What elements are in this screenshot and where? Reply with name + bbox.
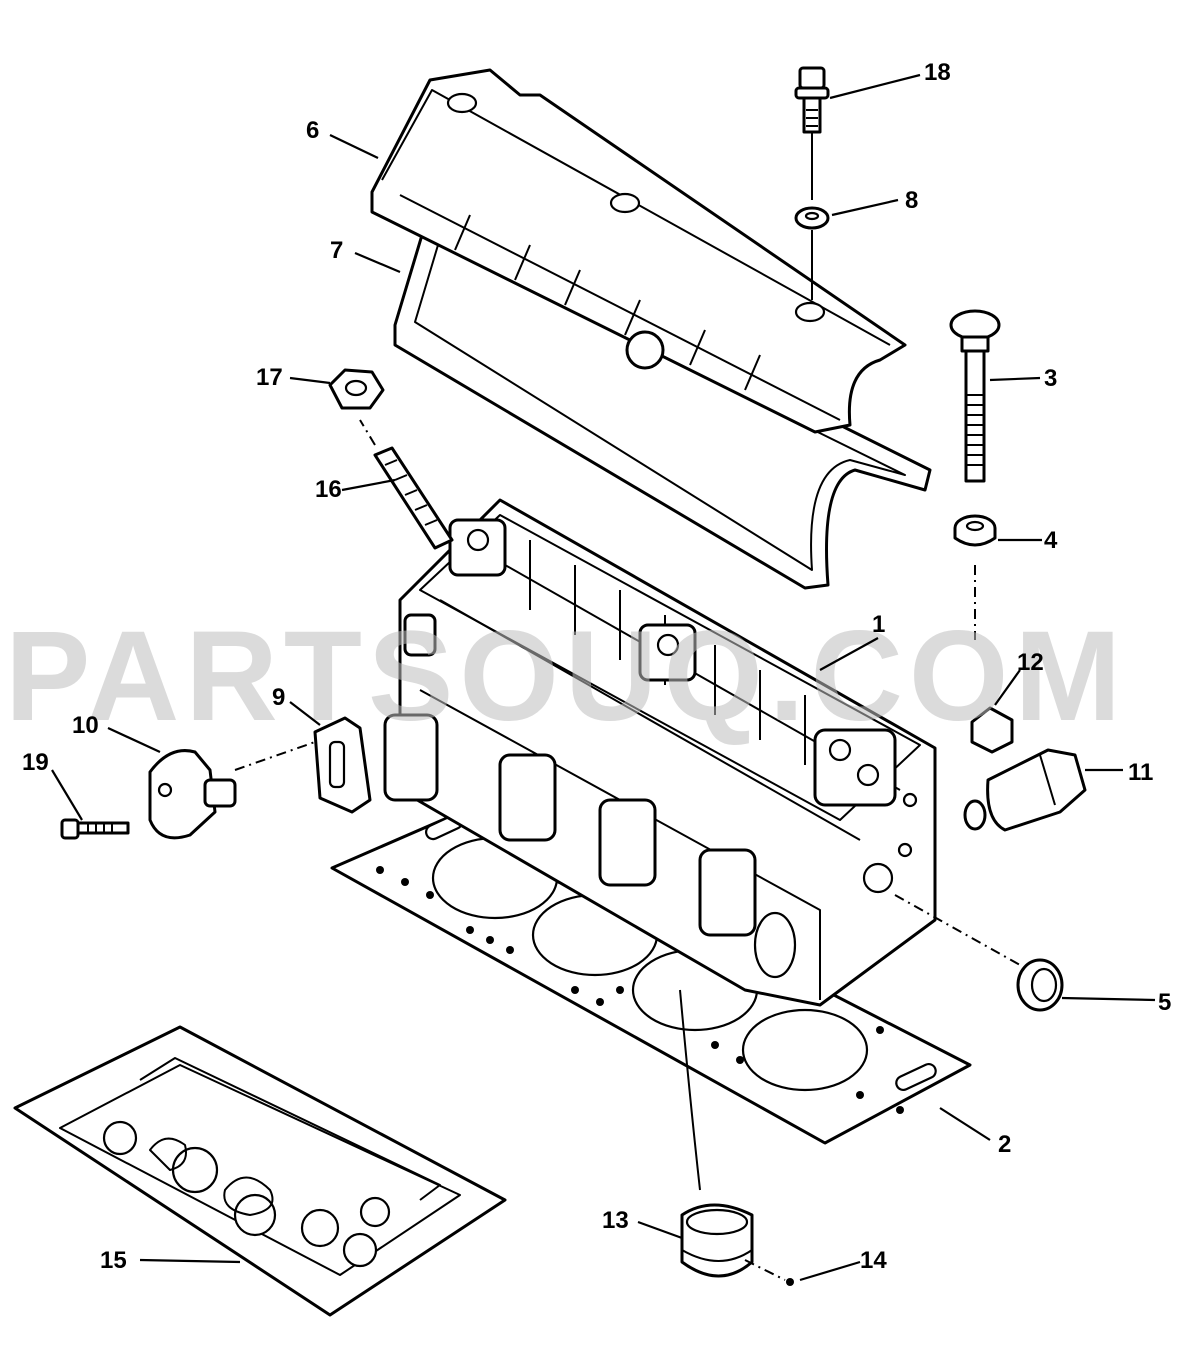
washer-part-4[interactable] <box>953 514 997 640</box>
callout-7: 7 <box>330 237 343 264</box>
gasket-set-part-15[interactable] <box>13 1025 507 1317</box>
callout-10: 10 <box>72 712 99 739</box>
callout-3: 3 <box>1044 365 1057 392</box>
callout-labels: 1 2 3 4 5 6 7 8 9 10 11 12 13 14 15 16 1… <box>22 59 1171 1274</box>
valve-cover-part-6[interactable] <box>370 68 907 434</box>
callout-5: 5 <box>1158 989 1171 1016</box>
valve-cover-gasket-part-7[interactable] <box>393 223 932 590</box>
cup-plug-part-5[interactable] <box>894 894 1064 1012</box>
leader-lines <box>51 73 1156 1282</box>
callout-15: 15 <box>100 1247 127 1274</box>
cylinder-head-part-1[interactable] <box>383 498 937 1007</box>
callout-16: 16 <box>315 476 342 503</box>
sensor-cover-part-10[interactable] <box>148 741 316 840</box>
callout-8: 8 <box>905 187 918 214</box>
callout-2: 2 <box>998 1131 1011 1158</box>
callout-6: 6 <box>306 117 319 144</box>
head-gasket-part-2[interactable] <box>330 806 972 1145</box>
callout-4: 4 <box>1044 527 1058 554</box>
screw-part-19[interactable] <box>60 818 130 840</box>
callout-14: 14 <box>860 1247 887 1274</box>
callout-9: 9 <box>272 684 285 711</box>
washer-part-8[interactable] <box>794 206 830 300</box>
callout-11: 11 <box>1128 759 1153 786</box>
core-plug-part-13[interactable] <box>679 989 754 1278</box>
bolt-part-18[interactable] <box>794 66 830 200</box>
callout-1: 1 <box>872 611 885 638</box>
gasket-part-9[interactable] <box>313 716 372 814</box>
callout-12: 12 <box>1017 649 1044 676</box>
callout-13: 13 <box>602 1207 629 1234</box>
plug-part-12[interactable] <box>970 706 1014 754</box>
nut-part-17[interactable] <box>328 368 385 410</box>
watermark: PARTSOUQ.COM <box>5 605 1127 748</box>
ball-part-14[interactable] <box>744 1259 794 1286</box>
head-bolt-part-3[interactable] <box>949 309 1001 483</box>
callout-18: 18 <box>924 59 951 86</box>
sender-unit-part-11[interactable] <box>963 748 1087 832</box>
callout-17: 17 <box>256 364 283 391</box>
callout-19: 19 <box>22 749 49 776</box>
stud-part-16[interactable] <box>359 419 454 550</box>
